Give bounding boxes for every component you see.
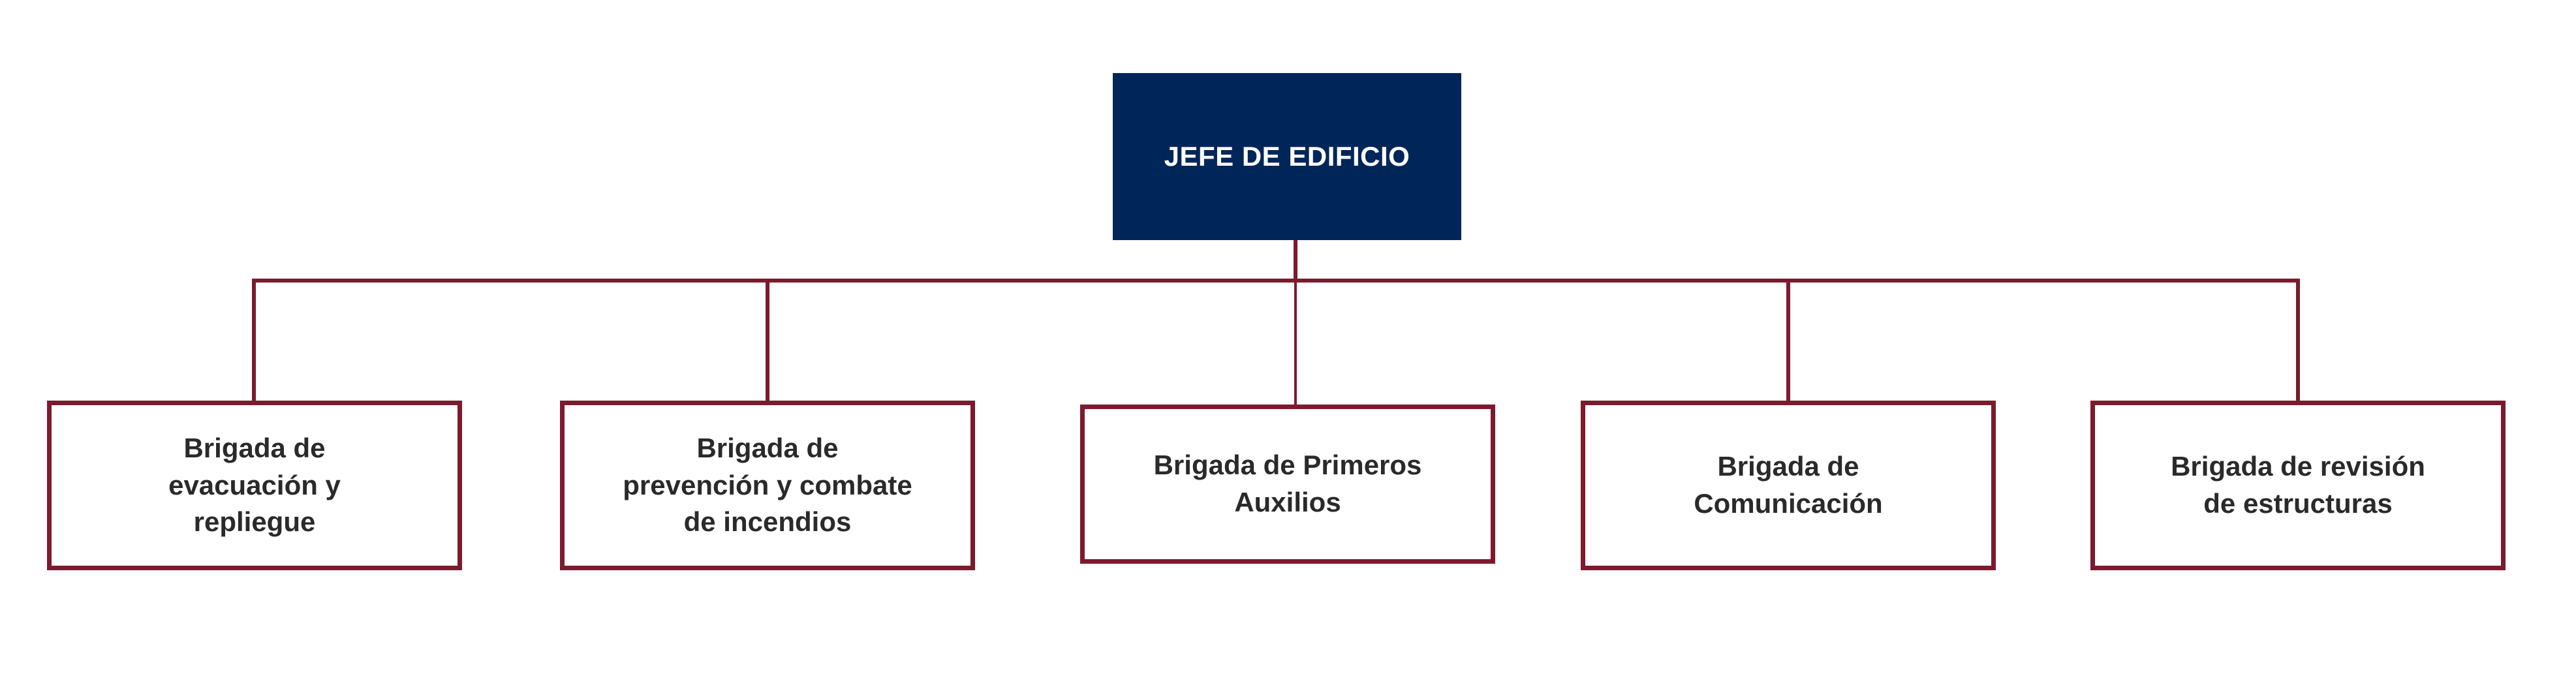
child-node-brigada-incendios: Brigada de prevención y combate de incen… [560,401,975,570]
child-node-label: Brigada de prevención y combate de incen… [623,432,912,538]
child-node-brigada-revision-estructuras: Brigada de revisión de estructuras [2090,401,2506,570]
root-node-label: JEFE DE EDIFICIO [1164,140,1410,172]
child-node-brigada-evacuacion: Brigada de evacuación y repliegue [47,401,462,570]
child-node-label: Brigada de revisión de estructuras [2171,451,2425,519]
child-node-brigada-primeros-auxilios: Brigada de Primeros Auxilios [1080,405,1495,564]
child-node-label: Brigada de evacuación y repliegue [168,432,341,538]
child-node-label: Brigada de Comunicación [1694,451,1883,519]
child-node-label: Brigada de Primeros Auxilios [1153,450,1422,517]
child-node-brigada-comunicacion: Brigada de Comunicación [1581,401,1996,570]
root-node-jefe-de-edificio: JEFE DE EDIFICIO [1113,73,1461,240]
